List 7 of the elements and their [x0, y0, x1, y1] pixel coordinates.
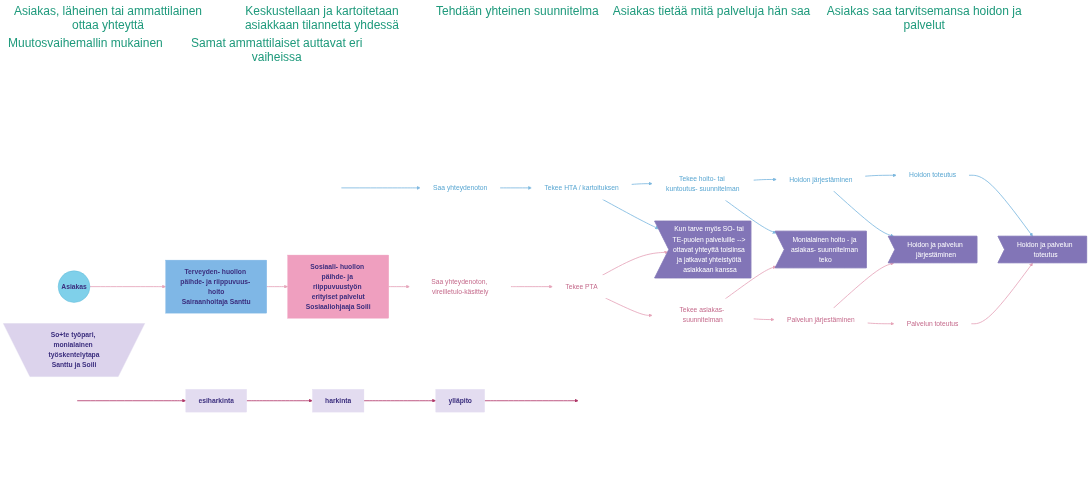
note-text: Asiakas saa tarvitsemansa hoidon ja palvelut [825, 4, 1023, 32]
note-text: Muutosvaihemallin mukainen [8, 36, 163, 52]
note-text: Samat ammattilaiset auttavat eri vaiheissa [190, 36, 364, 64]
note-text: Tehdään yhteinen suunnitelma [436, 4, 599, 20]
note-text: Asiakas tietää mitä palveluja hän saa [612, 4, 811, 20]
note-text: Asiakas, läheinen tai ammattilainen ottaa yhteyttä [12, 4, 204, 32]
note-text: Keskustellaan ja kartoitetaan asiakkaan tilannetta yhdessä [243, 4, 401, 32]
